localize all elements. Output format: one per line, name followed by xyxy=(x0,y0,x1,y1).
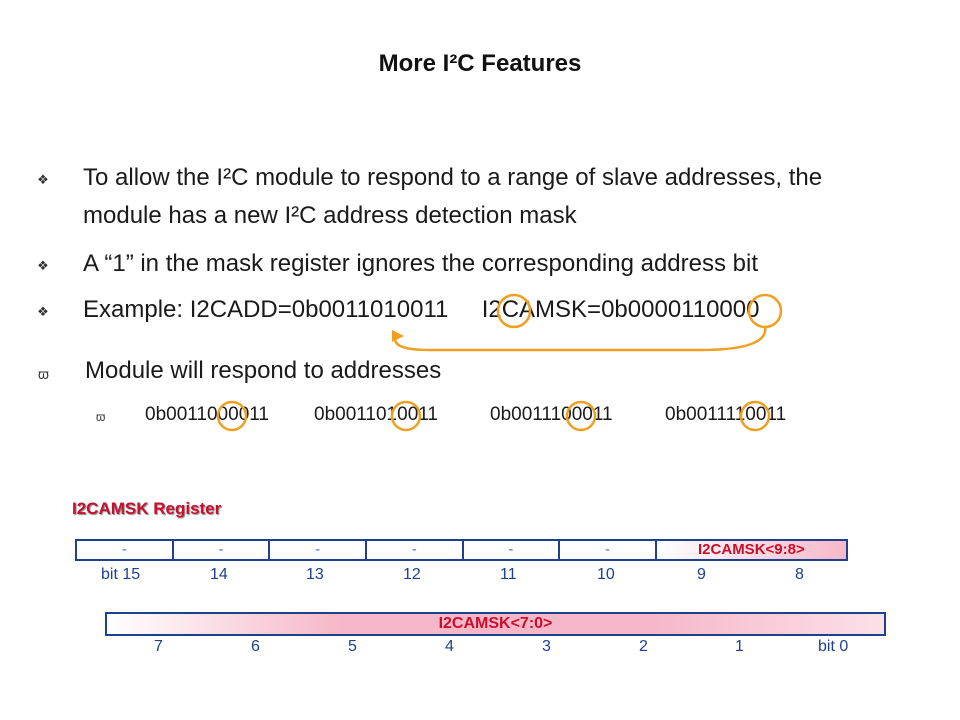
address-item: 0b0011110011 xyxy=(665,404,787,425)
bit-label: 11 xyxy=(500,566,517,583)
address-item: 0b0011000011 xyxy=(145,404,269,425)
diamond-bullet-icon: ❖ xyxy=(37,172,49,187)
bit-label: 8 xyxy=(795,566,804,583)
bit-label: 9 xyxy=(697,566,706,583)
bit-label: 13 xyxy=(306,566,324,583)
register-cell: - xyxy=(367,541,464,559)
address-item: 0b0011100011 xyxy=(490,404,613,425)
slide-title: More I²C Features xyxy=(378,50,582,77)
register-high-byte: - - - - - - I2CAMSK<9:8> xyxy=(75,539,848,561)
bit-label: bit 15 xyxy=(101,566,141,583)
bit-label: 4 xyxy=(445,638,454,655)
bit-label: 6 xyxy=(251,638,260,655)
diamond-bullet-icon: ❖ xyxy=(37,304,49,319)
bit-label: 2 xyxy=(639,638,648,655)
register-low-byte: I2CAMSK<7:0> xyxy=(105,612,886,636)
register-cell: - xyxy=(464,541,561,559)
sub-bullet-icon: ϖ xyxy=(38,366,49,382)
register-cell: - xyxy=(560,541,657,559)
bit-label: 5 xyxy=(348,638,357,655)
bit-label: 1 xyxy=(735,638,744,655)
register-cell: - xyxy=(270,541,367,559)
bullet-3: Example: I2CADD=0b0011010011 I2CAMSK=0b0… xyxy=(83,296,760,323)
bit-label: 12 xyxy=(403,566,421,583)
bullet-1-line1: To allow the I²C module to respond to a … xyxy=(83,164,823,191)
bit-label: 3 xyxy=(542,638,551,655)
register-title: I2CAMSK Register xyxy=(72,499,222,518)
register-cell: - xyxy=(174,541,271,559)
diamond-bullet-icon: ❖ xyxy=(37,258,49,273)
bit-label: 10 xyxy=(597,566,615,583)
bit-label: 7 xyxy=(154,638,163,655)
register-cell: - xyxy=(77,541,174,559)
bit-label: bit 0 xyxy=(818,638,849,655)
bullet-2: A “1” in the mask register ignores the c… xyxy=(83,250,759,277)
bullet-1-line2: module has a new I²C address detection m… xyxy=(83,202,577,229)
arrow-head-icon xyxy=(392,330,404,342)
sub-bullet-icon: ϖ xyxy=(96,410,106,424)
connector-arrow xyxy=(394,325,767,352)
bit-label: 14 xyxy=(210,566,228,583)
bullet-1: To allow the I²C module to respond to a … xyxy=(83,159,822,235)
register-cell-i2camsk-9-8: I2CAMSK<9:8> xyxy=(656,541,846,559)
sub-bullet: Module will respond to addresses xyxy=(85,357,442,384)
address-item: 0b0011010011 xyxy=(314,404,438,425)
